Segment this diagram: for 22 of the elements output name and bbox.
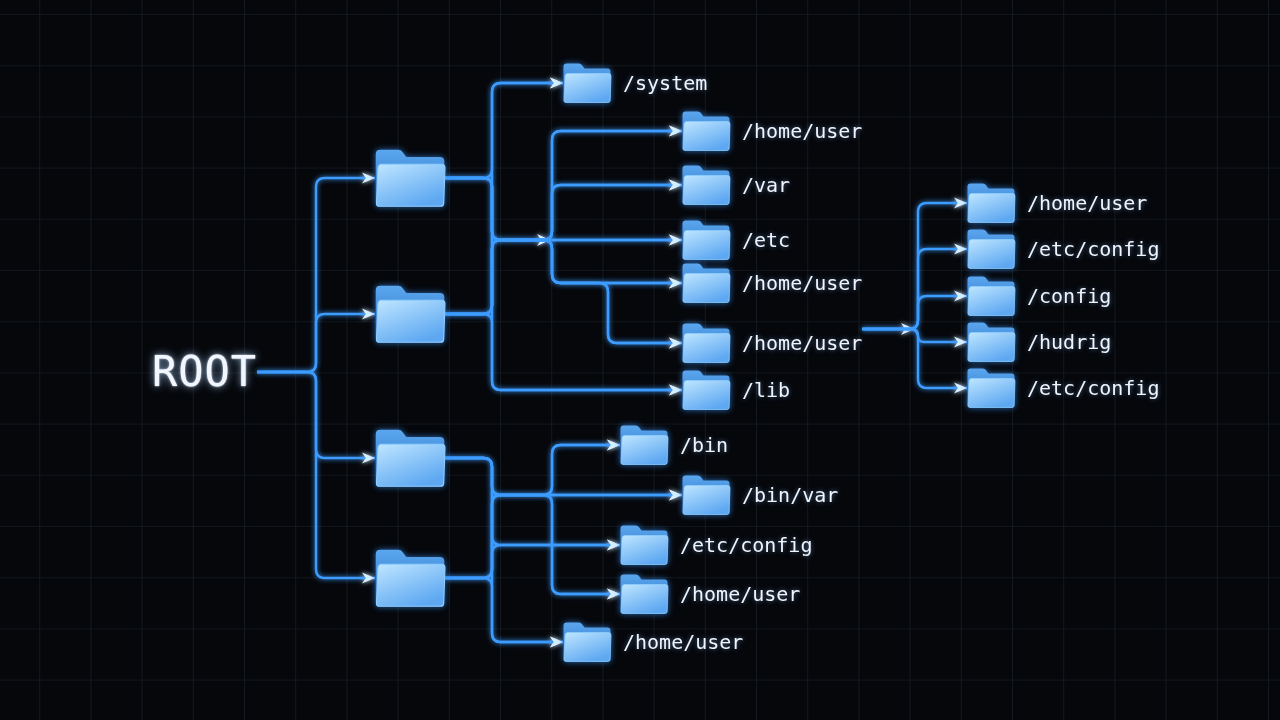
path-label: /home/user [742,331,863,355]
arrow [445,576,563,648]
root-label: ROOT [152,349,258,395]
path-label: /home/user [623,630,744,654]
path-label: /var [742,173,791,197]
path-label: /home/user [742,119,863,143]
path-label: /lib [742,378,791,402]
path-label: /home/user [742,271,863,295]
path-label: /bin [680,433,729,457]
path-label: /system [623,71,708,95]
path-label: /etc/config [1027,376,1160,400]
path-label: /bin/var [742,483,839,507]
arrow [445,312,682,396]
path-label: /hudrig [1027,330,1112,354]
arrow [862,327,967,394]
path-label: /etc/config [680,533,813,557]
path-label: /etc/config [1027,237,1160,261]
path-label: /config [1027,284,1112,308]
path-label: /home/user [1027,191,1148,215]
path-label: /home/user [680,582,801,606]
path-label: /etc [742,228,791,252]
arrow [257,370,375,584]
